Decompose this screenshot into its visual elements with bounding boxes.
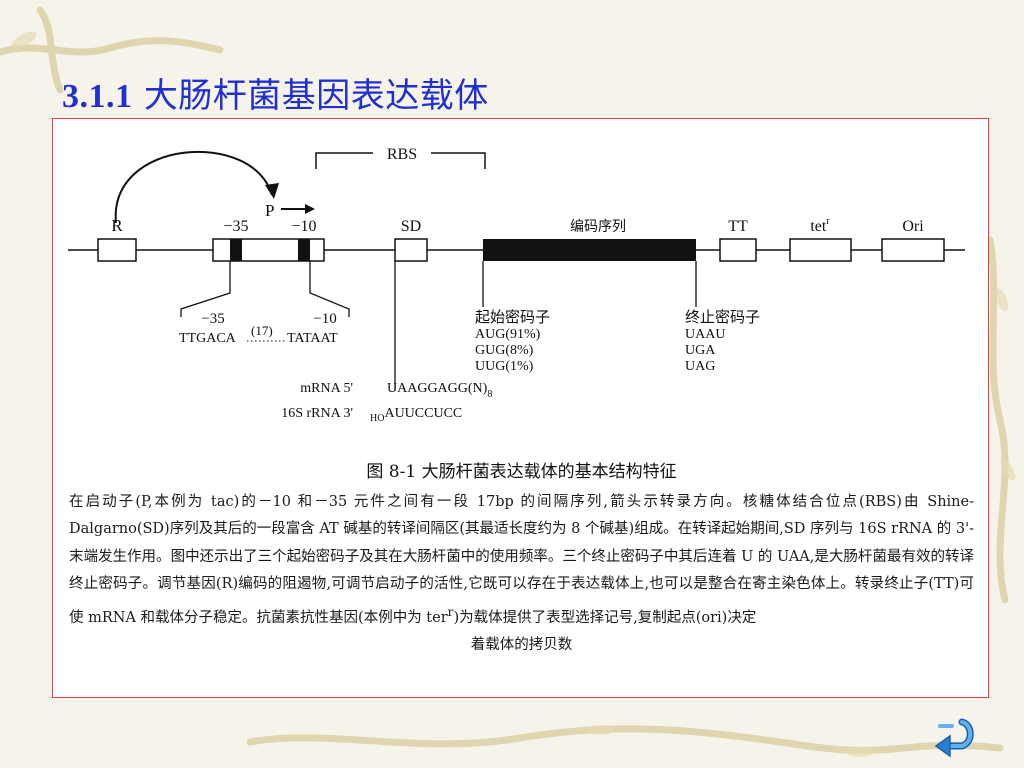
minus35-leader	[180, 261, 231, 317]
coding-label: 编码序列	[570, 219, 626, 235]
seq-minus35: TTGACA	[179, 331, 237, 346]
return-arrow-icon	[934, 718, 974, 758]
start-codon-title: 起始密码子	[475, 308, 550, 326]
minus10-label: −10	[291, 218, 316, 235]
start-codon-aug: AUG(91%)	[475, 327, 541, 342]
minus10-leader	[309, 261, 350, 317]
promoter-label: P	[265, 201, 274, 220]
stop-codon-uag: UAG	[685, 359, 715, 374]
stop-codon-uaau: UAAU	[685, 327, 725, 342]
rbs-label: RBS	[387, 146, 417, 163]
start-codon-uug: UUG(1%)	[475, 359, 534, 374]
minus35-label: −35	[223, 218, 248, 235]
stop-codon-title: 终止密码子	[685, 308, 760, 326]
sd-label: SD	[401, 218, 421, 235]
tt-box	[719, 238, 757, 262]
rbs-bracket	[315, 152, 486, 169]
detail-minus35: −35	[201, 311, 224, 327]
stop-codon-uga: UGA	[685, 343, 716, 358]
r-label: R	[111, 216, 123, 235]
spacer-length: (17)	[251, 323, 273, 338]
caption-superscript: r	[447, 604, 454, 619]
detail-minus10: −10	[313, 311, 336, 327]
promoter-arrowhead	[305, 204, 315, 214]
rrna-sequence: HOAUUCCUCC	[370, 406, 462, 424]
section-title: 大肠杆菌基因表达载体	[143, 76, 489, 116]
vector-diagram: RBS P R −35 −10 SD 编码序列 TT tetr Ori −35 …	[68, 146, 965, 424]
caption-last-line: 着载体的拷贝数	[470, 636, 573, 653]
sd-box	[394, 238, 428, 262]
section-number: 3.1.1	[62, 78, 133, 115]
minus35-block	[230, 239, 242, 261]
r-gene-box	[97, 238, 137, 262]
ori-label: Ori	[902, 218, 924, 235]
figure-panel: RBS P R −35 −10 SD 编码序列 TT tetr Ori −35 …	[52, 118, 989, 698]
tet-label: tetr	[810, 216, 830, 235]
return-button[interactable]	[932, 716, 976, 760]
figure-caption-body: 在启动子(P,本例为 tac)的－10 和－35 元件之间有一段 17bp 的间…	[69, 489, 974, 659]
start-codon-gug: GUG(8%)	[475, 343, 534, 358]
caption-text-end: )为载体提供了表型选择记号,复制起点(ori)决定	[453, 609, 757, 626]
regulation-arc	[114, 150, 273, 224]
regulation-arrowhead	[265, 183, 279, 199]
tt-label: TT	[728, 218, 748, 235]
tet-box	[789, 238, 852, 262]
rrna-label: 16S rRNA 3'	[281, 406, 353, 421]
mrna-sequence: UAAGGAGG(N)8	[387, 381, 492, 400]
coding-sequence-block	[483, 239, 696, 261]
slide-title: 3.1.1 大肠杆菌基因表达载体	[62, 68, 489, 117]
minus10-block	[298, 239, 310, 261]
mrna-label: mRNA 5'	[300, 381, 353, 396]
caption-text: 在启动子(P,本例为 tac)的－10 和－35 元件之间有一段 17bp 的间…	[69, 494, 974, 626]
figure-caption-title: 图 8-1 大肠杆菌表达载体的基本结构特征	[366, 462, 677, 482]
ori-box	[881, 238, 945, 262]
seq-minus10: TATAAT	[287, 331, 338, 346]
